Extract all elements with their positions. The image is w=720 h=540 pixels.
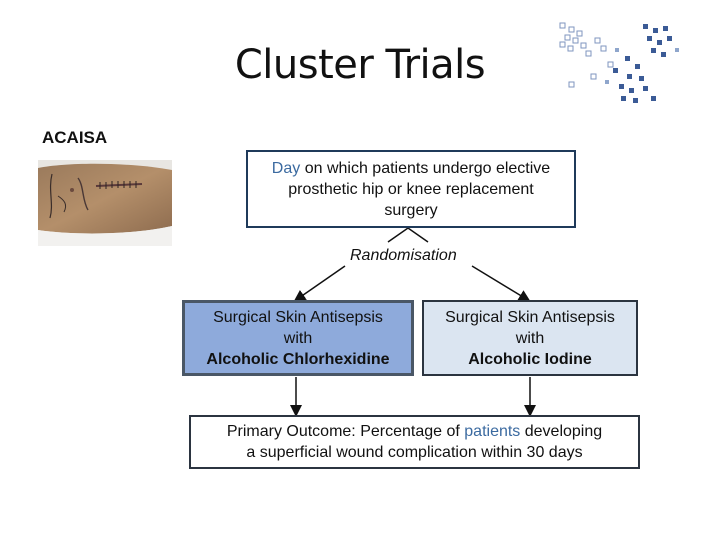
day-highlight: Day	[271, 159, 301, 177]
top-split-left	[387, 227, 429, 243]
arm-left-line3: Alcoholic Chlorhexidine	[206, 350, 390, 368]
surgical-wound-photo	[38, 160, 172, 246]
arm-right-line2: with	[515, 329, 545, 347]
primary-outcome-box: Primary Outcome: Percentage of patients …	[189, 415, 640, 469]
day-box-line2: prosthetic hip or knee replacement	[288, 180, 534, 198]
arm-right-line3: Alcoholic Iodine	[468, 350, 592, 368]
arm-chlorhexidine-box: Surgical Skin Antisepsis with Alcoholic …	[182, 300, 414, 376]
arm-right-line1: Surgical Skin Antisepsis	[445, 308, 615, 326]
arm-left-line2: with	[283, 329, 313, 347]
outcome-highlight: patients	[464, 423, 521, 440]
arrow-to-right-arm	[471, 265, 531, 302]
day-line1-text: on which patients undergo elective	[300, 159, 551, 177]
outcome-line1: Primary Outcome: Percentage of patients …	[227, 421, 602, 442]
slide-subtitle: ACAISA	[42, 128, 108, 147]
arrow-to-left-arm	[293, 265, 346, 302]
day-box-line3: surgery	[384, 201, 438, 219]
randomisation-label: Randomisation	[350, 247, 457, 264]
day-box: Day on which patients undergo elective p…	[246, 150, 576, 228]
pixel-squares-logo-icon	[559, 22, 679, 103]
outcome-prefix: Primary Outcome: Percentage of	[226, 423, 465, 440]
day-box-line1: Day on which patients undergo elective	[272, 158, 550, 179]
arm-left-line1: Surgical Skin Antisepsis	[213, 308, 383, 326]
slide-title: Cluster Trials	[234, 42, 486, 88]
outcome-line2: a superficial wound complication within …	[246, 444, 583, 461]
arm-iodine-box: Surgical Skin Antisepsis with Alcoholic …	[422, 300, 638, 376]
outcome-suffix: developing	[520, 423, 603, 440]
